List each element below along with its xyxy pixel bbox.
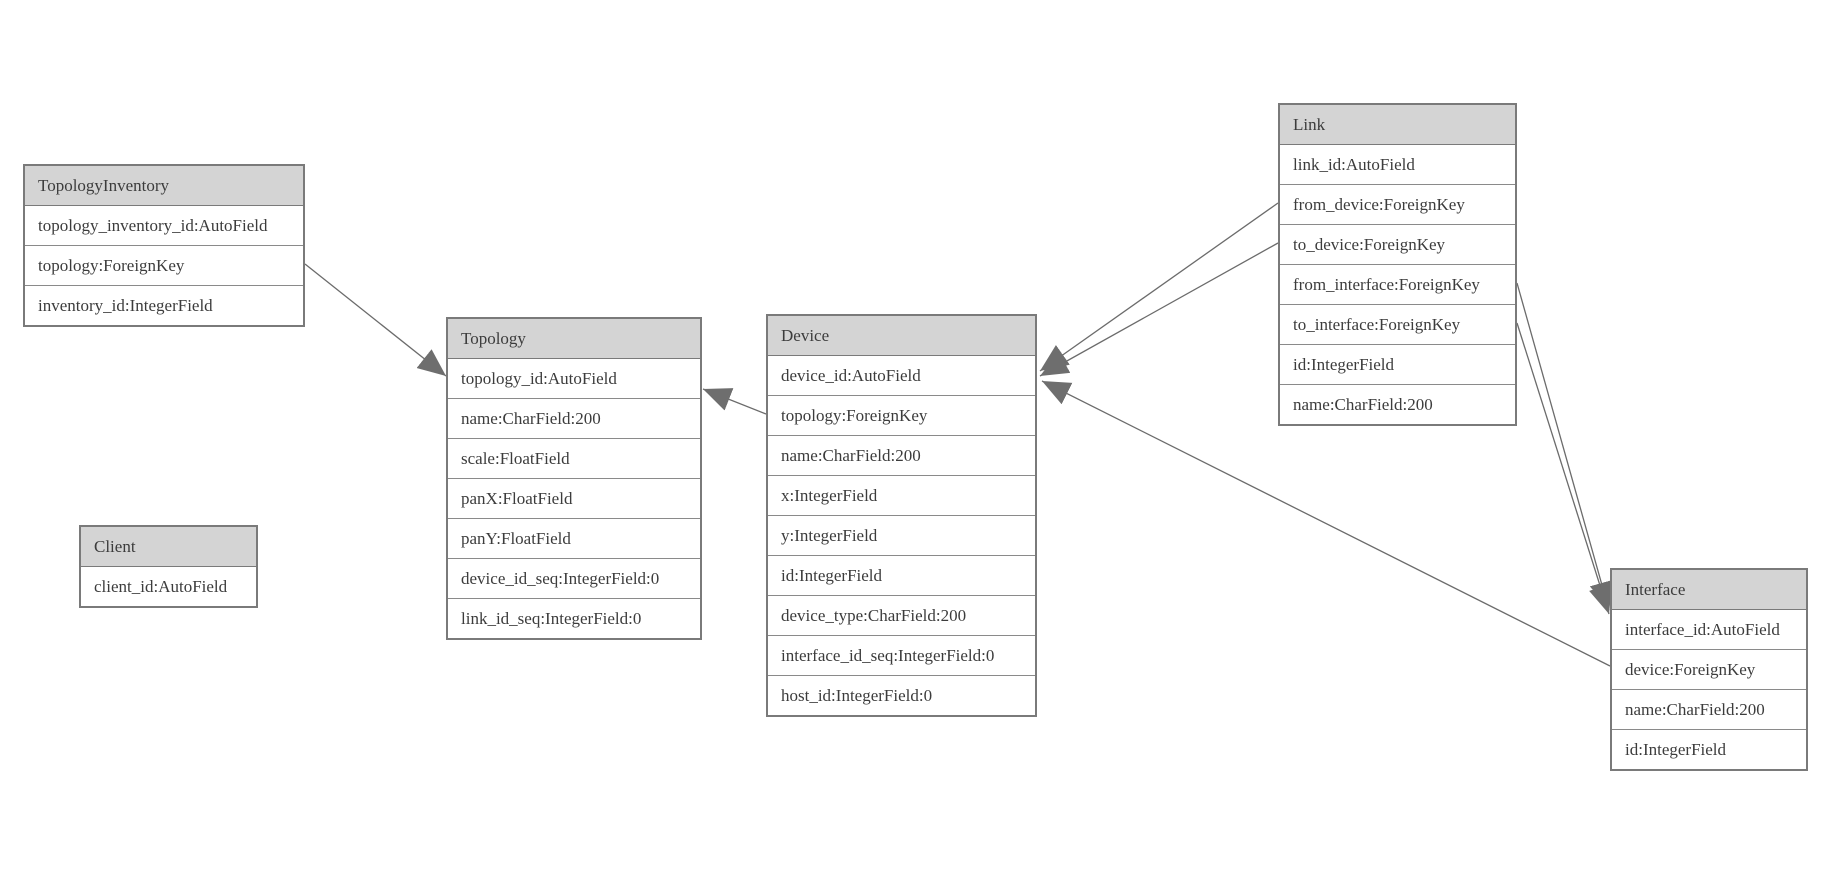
entity-field: from_interface:ForeignKey [1280, 265, 1515, 305]
entity-field: id:IntegerField [768, 556, 1035, 596]
relation-link-todevice-device [1039, 242, 1279, 377]
entity-field: link_id_seq:IntegerField:0 [448, 599, 700, 638]
entity-field: to_device:ForeignKey [1280, 225, 1515, 265]
entity-title-topology: Topology [448, 319, 700, 359]
entity-field: from_device:ForeignKey [1280, 185, 1515, 225]
entity-field: x:IntegerField [768, 476, 1035, 516]
entity-field: topology_inventory_id:AutoField [25, 206, 303, 246]
entity-field: device_id:AutoField [768, 356, 1035, 396]
entity-field: name:CharField:200 [1612, 690, 1806, 730]
entity-field: host_id:IntegerField:0 [768, 676, 1035, 715]
entity-field: id:IntegerField [1612, 730, 1806, 769]
entity-field: panY:FloatField [448, 519, 700, 559]
relation-interface-device [1041, 380, 1611, 667]
entity-field: topology:ForeignKey [768, 396, 1035, 436]
entity-title-device: Device [768, 316, 1035, 356]
entity-field: to_interface:ForeignKey [1280, 305, 1515, 345]
entity-field: client_id:AutoField [81, 567, 256, 606]
entity-field: topology_id:AutoField [448, 359, 700, 399]
entity-field: y:IntegerField [768, 516, 1035, 556]
entity-title-link: Link [1280, 105, 1515, 145]
entity-title-interface: Interface [1612, 570, 1806, 610]
entity-field: panX:FloatField [448, 479, 700, 519]
entity-field: device_id_seq:IntegerField:0 [448, 559, 700, 599]
relation-link-frominterface-interface [1516, 282, 1613, 611]
entity-field: id:IntegerField [1280, 345, 1515, 385]
relation-link-fromdevice-device [1039, 202, 1279, 372]
entity-field: scale:FloatField [448, 439, 700, 479]
entity-field: name:CharField:200 [448, 399, 700, 439]
entity-title-topology-inventory: TopologyInventory [25, 166, 303, 206]
entity-field: link_id:AutoField [1280, 145, 1515, 185]
entity-field: topology:ForeignKey [25, 246, 303, 286]
entity-field: device:ForeignKey [1612, 650, 1806, 690]
entity-title-client: Client [81, 527, 256, 567]
relation-device-topology [702, 388, 767, 415]
entity-field: interface_id:AutoField [1612, 610, 1806, 650]
relation-topologyinventory-topology [304, 263, 447, 377]
entity-field: name:CharField:200 [1280, 385, 1515, 424]
entity-field: interface_id_seq:IntegerField:0 [768, 636, 1035, 676]
entity-field: inventory_id:IntegerField [25, 286, 303, 325]
relation-link-tointerface-interface [1516, 322, 1613, 615]
entity-field: device_type:CharField:200 [768, 596, 1035, 636]
entity-field: name:CharField:200 [768, 436, 1035, 476]
